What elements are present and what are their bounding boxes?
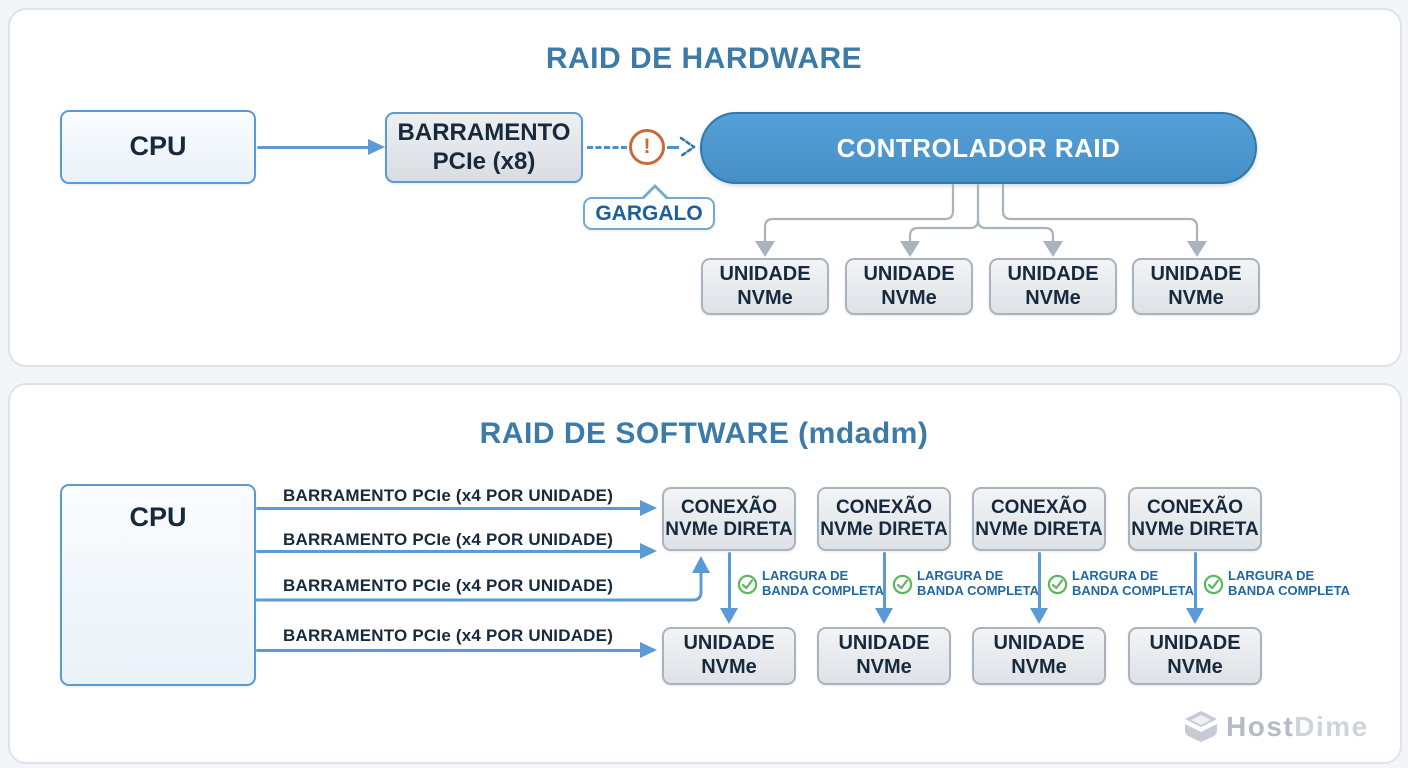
- hardware-drive-box-4: UNIDADE NVMe: [1132, 258, 1260, 315]
- bottleneck-label: GARGALO: [595, 201, 703, 225]
- hardware-cpu-label: CPU: [129, 131, 187, 162]
- warning-icon: !: [629, 129, 665, 165]
- pcie-bus-box: BARRAMENTO PCIe (x8): [385, 112, 583, 183]
- cpu-to-bus-arrowhead: [368, 139, 385, 155]
- connection-label-line1: CONEXÃO: [990, 496, 1088, 518]
- bus-arrowhead-2: [640, 543, 657, 559]
- connection-to-drive-arrowhead-1: [720, 608, 738, 624]
- bandwidth-label-line2: BANDA COMPLETA: [1228, 582, 1351, 598]
- bus-arrowhead-1: [640, 500, 657, 516]
- raid-controller-box: CONTROLADOR RAID: [700, 112, 1257, 184]
- hostdime-wordmark-host: Host: [1226, 711, 1295, 742]
- check-icon-4: [1203, 574, 1224, 595]
- pcie-bus-label-line1: BARRAMENTO: [397, 119, 571, 147]
- bus-to-warning-dashed-line: [587, 146, 627, 149]
- bus-label-4: BARRAMENTO PCIe (x4 POR UNIDADE): [283, 626, 614, 645]
- bandwidth-label-line1: LARGURA DE: [762, 568, 849, 583]
- connection-to-drive-arrowhead-4: [1186, 608, 1204, 624]
- hardware-drive-box-3: UNIDADE NVMe: [989, 258, 1117, 315]
- hardware-drive-box-1: UNIDADE NVMe: [701, 258, 829, 315]
- drive-label-line1: UNIDADE: [993, 632, 1085, 655]
- connection-label-line2: NVMe DIRETA: [975, 519, 1103, 540]
- bandwidth-label-line1: LARGURA DE: [1072, 568, 1159, 583]
- hardware-cpu-box: CPU: [60, 110, 256, 184]
- bandwidth-label-line2: BANDA COMPLETA: [1072, 582, 1195, 598]
- software-drive-box-4: UNIDADE NVMe: [1128, 627, 1262, 685]
- drive-label-line2: NVMe: [1168, 286, 1224, 309]
- warning-to-controller-dashed-line: [667, 146, 679, 149]
- bottleneck-bubble: GARGALO: [583, 197, 715, 230]
- drive-label-line1: UNIDADE: [1149, 632, 1241, 655]
- connection-label-line2: NVMe DIRETA: [665, 519, 793, 540]
- bus-label-3: BARRAMENTO PCIe (x4 POR UNIDADE): [283, 576, 614, 595]
- connection-box-3: CONEXÃO NVMe DIRETA: [972, 487, 1106, 551]
- raid-controller-label: CONTROLADOR RAID: [836, 132, 1121, 163]
- hostdime-logo-icon: [1185, 711, 1217, 742]
- drive-label-line2: NVMe: [1011, 656, 1067, 678]
- connection-to-drive-line-2: [883, 552, 886, 609]
- bus-line-1: [256, 507, 641, 510]
- connection-to-drive-line-4: [1194, 552, 1197, 609]
- hardware-drive-box-2: UNIDADE NVMe: [845, 258, 973, 315]
- hostdime-wordmark: HostDime: [1226, 711, 1369, 743]
- check-icon-2: [892, 574, 913, 595]
- bandwidth-label-line1: LARGURA DE: [1228, 568, 1315, 583]
- bus-line-2: [256, 550, 641, 553]
- bandwidth-label-2: LARGURA DE BANDA COMPLETA: [917, 568, 1040, 598]
- drive-label-line1: UNIDADE: [683, 632, 775, 655]
- connection-label-line2: NVMe DIRETA: [820, 519, 948, 540]
- connection-label-line1: CONEXÃO: [835, 496, 933, 518]
- connection-box-2: CONEXÃO NVMe DIRETA: [817, 487, 951, 551]
- drive-label-line1: UNIDADE: [1150, 262, 1242, 285]
- pcie-bus-label-line2: PCIe (x8): [432, 147, 536, 175]
- connection-to-drive-line-3: [1038, 552, 1041, 609]
- bandwidth-label-line1: LARGURA DE: [917, 568, 1004, 583]
- software-drive-box-1: UNIDADE NVMe: [662, 627, 796, 685]
- bandwidth-label-4: LARGURA DE BANDA COMPLETA: [1228, 568, 1351, 598]
- connection-label-line1: CONEXÃO: [680, 496, 778, 518]
- drive-label-line2: NVMe: [881, 286, 937, 309]
- software-cpu-label: CPU: [129, 502, 187, 532]
- bottleneck-bubble-pointer-fill: [644, 188, 666, 199]
- controller-to-drives-connectors: [755, 184, 1207, 257]
- drive-label-line1: UNIDADE: [1007, 262, 1099, 285]
- drive-label-line2: NVMe: [701, 656, 757, 678]
- software-cpu-box: CPU: [60, 484, 256, 686]
- cpu-to-bus-line: [257, 146, 369, 149]
- software-panel-title: RAID DE SOFTWARE (mdadm): [479, 417, 929, 450]
- software-drive-box-2: UNIDADE NVMe: [817, 627, 951, 685]
- check-icon-1: [737, 574, 758, 595]
- drive-label-line1: UNIDADE: [719, 262, 811, 285]
- warning-glyph: !: [643, 135, 651, 158]
- hardware-panel-title: RAID DE HARDWARE: [545, 42, 863, 75]
- bandwidth-label-1: LARGURA DE BANDA COMPLETA: [762, 568, 885, 598]
- connection-to-drive-arrowhead-3: [1030, 608, 1048, 624]
- bus-label-2: BARRAMENTO PCIe (x4 POR UNIDADE): [283, 530, 614, 549]
- connection-box-1: CONEXÃO NVMe DIRETA: [662, 487, 796, 551]
- drive-label-line1: UNIDADE: [863, 262, 955, 285]
- bus-label-1: BARRAMENTO PCIe (x4 POR UNIDADE): [283, 486, 614, 505]
- drive-label-line1: UNIDADE: [838, 632, 930, 655]
- bandwidth-label-line2: BANDA COMPLETA: [762, 582, 885, 598]
- drive-label-line2: NVMe: [1167, 656, 1223, 678]
- bus-line-4: [256, 649, 641, 652]
- drive-label-line2: NVMe: [737, 286, 793, 309]
- bandwidth-label-3: LARGURA DE BANDA COMPLETA: [1072, 568, 1195, 598]
- connection-to-drive-arrowhead-2: [875, 608, 893, 624]
- software-drive-box-3: UNIDADE NVMe: [972, 627, 1106, 685]
- connection-label-line1: CONEXÃO: [1146, 496, 1244, 518]
- connection-to-drive-line-1: [728, 552, 731, 609]
- drive-label-line2: NVMe: [1025, 286, 1081, 309]
- bandwidth-label-line2: BANDA COMPLETA: [917, 582, 1040, 598]
- connection-label-line2: NVMe DIRETA: [1131, 519, 1259, 540]
- drive-label-line2: NVMe: [856, 656, 912, 678]
- bus-line-3: [256, 556, 710, 602]
- connection-box-4: CONEXÃO NVMe DIRETA: [1128, 487, 1262, 551]
- dashed-chevron-arrow-icon: [679, 136, 696, 158]
- check-icon-3: [1047, 574, 1068, 595]
- hostdime-wordmark-dime: Dime: [1294, 711, 1369, 742]
- bus-arrowhead-4: [640, 642, 657, 658]
